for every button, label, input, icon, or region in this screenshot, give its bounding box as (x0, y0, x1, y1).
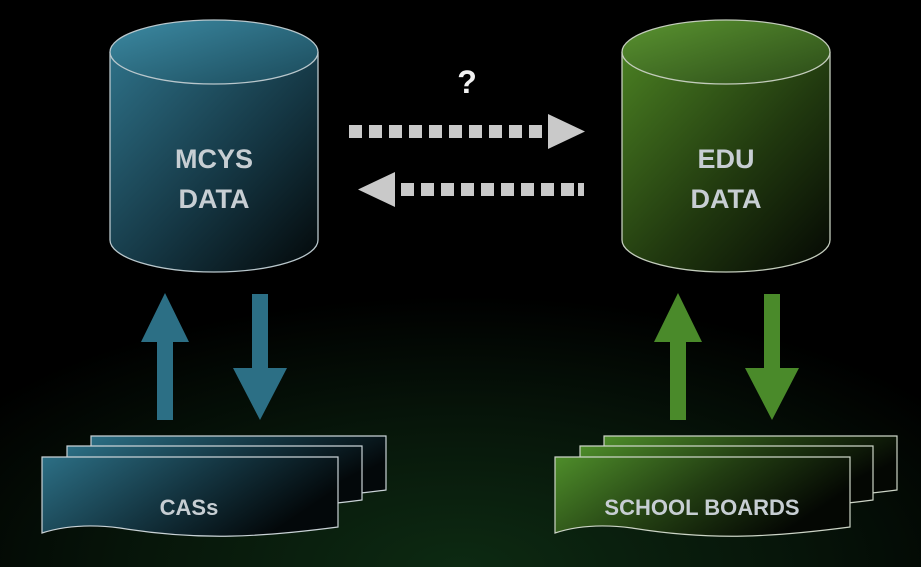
edu-db-label-line2: DATA (691, 184, 762, 214)
school-boards-document-stack: SCHOOL BOARDS (554, 435, 898, 537)
dashed-arrow-right (349, 114, 585, 149)
cas-document-stack: CASs (41, 435, 387, 537)
mcys-database: MCYS DATA (109, 19, 319, 273)
mcys-db-label-line1: MCYS (175, 144, 253, 174)
cas-label: CASs (160, 495, 219, 520)
mcys-db-label-line2: DATA (179, 184, 250, 214)
edu-database: EDU DATA (621, 19, 831, 273)
cas-upload-arrow-up (141, 293, 189, 420)
cas-download-arrow-down (233, 294, 287, 420)
boards-upload-arrow-up (654, 293, 702, 420)
boards-download-arrow-down (745, 294, 799, 420)
edu-db-label-line1: EDU (697, 144, 754, 174)
school-boards-label: SCHOOL BOARDS (604, 495, 799, 520)
exchange-question-mark: ? (457, 64, 477, 100)
dashed-arrow-left (358, 172, 584, 207)
